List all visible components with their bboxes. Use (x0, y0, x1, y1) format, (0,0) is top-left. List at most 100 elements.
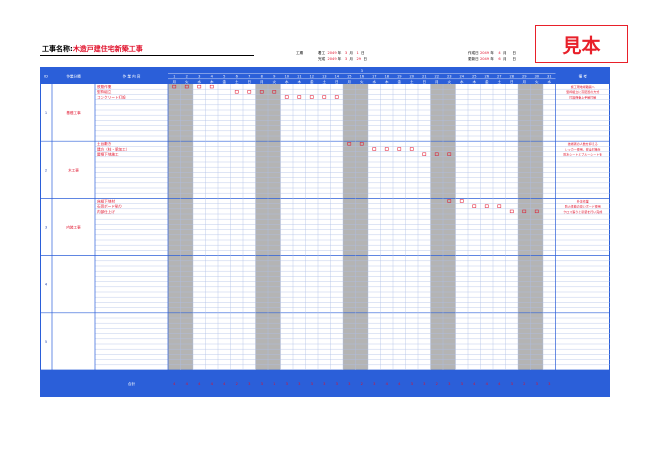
weekday-label: 月 (522, 79, 526, 84)
day-total: 3 (461, 382, 463, 386)
schedule-mark (534, 209, 539, 214)
weekday-label: 火 (272, 79, 276, 84)
day-total: 3 (373, 382, 375, 386)
day-total: 3 (536, 382, 538, 386)
weekday-label: 火 (185, 79, 189, 84)
task-note: 防水シートとブルーシートを (563, 152, 602, 157)
day-total: 3 (336, 382, 338, 386)
weekday-label: 水 (460, 79, 464, 84)
day-number: 29 (522, 75, 527, 79)
schedule-mark (309, 95, 314, 99)
start-date: 着工 2049 年 3 月 1 日 (318, 51, 365, 55)
schedule-mark (197, 84, 202, 89)
task-note: 技術者の人数を抑える (568, 141, 598, 146)
total-label: 合計 (128, 381, 136, 386)
weekday-label: 火 (535, 79, 539, 84)
schedule-mark (297, 95, 302, 99)
day-number: 3 (198, 75, 200, 79)
task-name: コンクリート打設 (97, 94, 126, 99)
day-total: 4 (473, 382, 476, 386)
schedule-mark (284, 95, 289, 99)
day-number: 22 (434, 75, 439, 79)
group-number: 3 (45, 226, 47, 230)
day-total: 3 (286, 382, 288, 386)
day-total: 2 (523, 382, 525, 386)
day-total: 4 (498, 382, 501, 386)
schedule-mark (422, 152, 427, 156)
day-number: 15 (347, 75, 352, 79)
day-total: 3 (411, 382, 413, 386)
weekday-label: 月 (347, 79, 351, 84)
task-name: 床組下地材 (97, 198, 115, 203)
day-total: 4 (486, 382, 489, 386)
day-number: 7 (248, 75, 250, 79)
day-total: 3 (248, 382, 250, 386)
group-number: 2 (45, 168, 47, 172)
updated-date: 更新日 2049 年 6 月 日 (468, 57, 516, 61)
schedule-mark (272, 90, 277, 94)
day-total: 3 (348, 382, 350, 386)
weekday-label: 火 (447, 79, 451, 84)
group-number: 1 (45, 111, 47, 115)
schedule-mark (259, 90, 264, 94)
day-number: 24 (459, 75, 464, 79)
schedule-mark (359, 142, 364, 146)
day-total: 4 (198, 382, 201, 386)
day-total: 1 (273, 382, 275, 386)
schedule-mark (184, 84, 189, 89)
day-number: 4 (211, 75, 214, 79)
month-label: 3 (361, 69, 363, 73)
task-name: 建方（柱・梁加工） (97, 146, 129, 151)
group-category: 内装工事 (66, 225, 81, 230)
day-number: 21 (422, 75, 427, 79)
task-name: 鉄筋作業 (97, 84, 112, 89)
schedule-mark (322, 95, 327, 99)
schedule-mark (472, 204, 477, 208)
schedule-mark (447, 199, 452, 203)
day-number: 8 (261, 75, 264, 79)
task-name: 型枠組立 (97, 89, 112, 94)
construction-name-label: 工事名称: (42, 45, 73, 53)
day-total: 3 (448, 382, 450, 386)
day-number: 11 (297, 75, 302, 79)
weekday-label: 土 (322, 79, 326, 84)
weekday-label: 月 (172, 79, 176, 84)
schedule-mark (172, 84, 177, 89)
weekday-label: 日 (247, 80, 251, 84)
day-number: 25 (472, 75, 477, 79)
weekday-label: 木 (210, 79, 214, 84)
col-no-header: ID (44, 75, 48, 79)
day-total: 4 (223, 382, 226, 386)
day-number: 13 (322, 75, 327, 79)
day-number: 26 (484, 75, 489, 79)
construction-name-value: 木造戸建住宅新築工事 (72, 45, 143, 53)
day-total: 4 (173, 382, 176, 386)
task-note: 防火性能の良いボード使用 (565, 204, 601, 209)
period-label: 工期 (296, 51, 304, 55)
day-number: 14 (334, 75, 339, 79)
day-number: 27 (497, 75, 502, 79)
weekday-label: 土 (235, 79, 239, 84)
schedule-mark (484, 204, 489, 208)
weekday-label: 水 (197, 79, 201, 84)
construction-name: 工事名称:木造戸建住宅新築工事 (42, 44, 143, 54)
task-note: レッカー使用、安全対策を (565, 146, 601, 151)
weekday-label: 金 (222, 79, 226, 84)
weekday-label: 水 (285, 79, 289, 84)
day-total: 2 (436, 382, 438, 386)
group-number: 4 (45, 283, 48, 287)
day-total: 4 (186, 382, 189, 386)
task-note: 施工現地場職員へ (571, 84, 595, 89)
task-note: クロス張りと塗装を行い完成 (563, 209, 602, 214)
day-total: 4 (386, 382, 389, 386)
day-total: 3 (323, 382, 325, 386)
schedule-mark (384, 147, 389, 151)
day-total: 3 (548, 382, 550, 386)
weekday-label: 火 (360, 79, 364, 84)
weekday-label: 日 (422, 80, 426, 84)
day-total: 3 (261, 382, 263, 386)
weekday-label: 日 (335, 80, 339, 84)
day-number: 17 (372, 75, 377, 79)
group-category: 木工事 (68, 167, 79, 172)
